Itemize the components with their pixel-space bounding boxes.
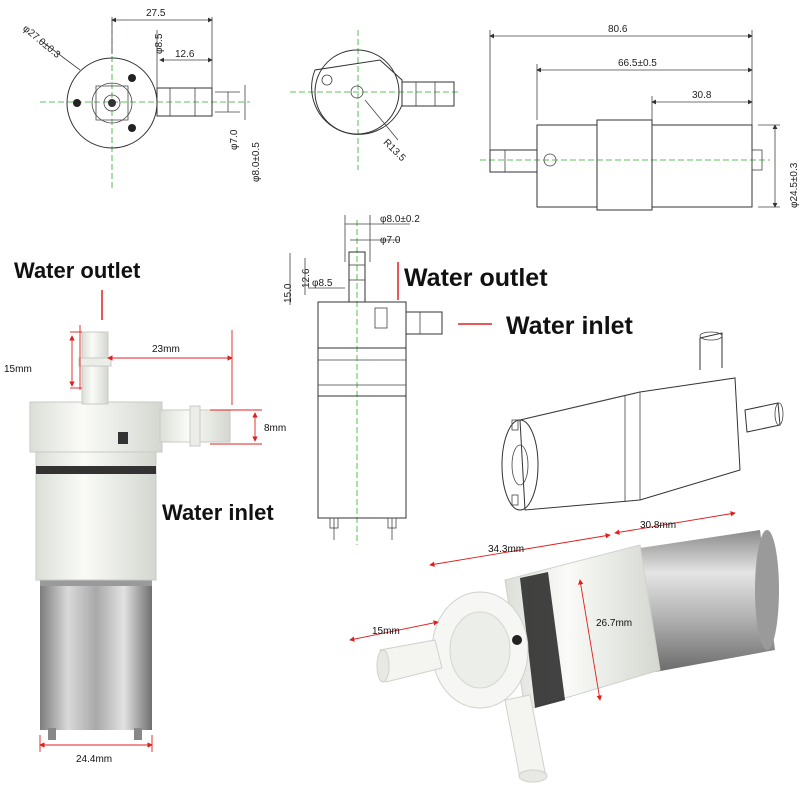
- dim-30-8: 30.8: [692, 90, 712, 101]
- dim-24-5: φ24.5±0.3: [789, 162, 800, 208]
- dim-7-0: φ7.0: [380, 235, 401, 246]
- dim-8: φ8.0±0.5: [251, 142, 262, 182]
- dim-26-7mm: 26.7mm: [596, 618, 632, 629]
- dim-15mm-b: 15mm: [372, 626, 400, 637]
- dim-7: φ7.0: [229, 129, 240, 150]
- end-view-drawing: 27.5 φ27.0±0.3 φ8.5 12.6 φ7.0 φ8.0±0.5: [20, 8, 262, 190]
- outlet-nozzle: [81, 331, 109, 405]
- length-drawing: 80.6 66.5±0.5 30.8 φ24.5±0.3: [480, 24, 800, 211]
- center-drawing: φ8.0±0.2 φ7.0 15.0 12.6 φ8.5: [283, 214, 492, 545]
- water-inlet-label-left: Water inlet: [162, 500, 274, 525]
- dim-15mm: 15mm: [4, 364, 32, 375]
- pump-head: [29, 401, 163, 453]
- dim-24-4mm: 24.4mm: [76, 754, 112, 765]
- water-outlet-label-left: Water outlet: [14, 258, 141, 283]
- front-nozzle: [379, 639, 443, 683]
- dim-27-dia: φ27.0±0.3: [20, 23, 62, 61]
- bottom-nozzle: [504, 694, 546, 779]
- dim-8-0: φ8.0±0.2: [380, 214, 420, 225]
- pump-photo-upright: 15mm 23mm 8mm 24.4mm: [4, 290, 286, 765]
- dim-8-5b: φ8.5: [312, 278, 333, 289]
- dim-8-5: φ8.5: [154, 33, 165, 54]
- dim-34-3mm: 34.3mm: [488, 544, 524, 555]
- pump-photo-horizontal: 34.3mm 30.8mm 15mm 26.7mm: [349, 511, 779, 783]
- dim-30-8mm: 30.8mm: [640, 520, 676, 531]
- dim-12-6: 12.6: [175, 49, 195, 60]
- dim-23mm: 23mm: [152, 344, 180, 355]
- dim-66-5: 66.5±0.5: [618, 58, 657, 69]
- motor-can-horizontal: [640, 530, 775, 672]
- dim-27-5: 27.5: [146, 8, 166, 19]
- dim-15-0: 15.0: [283, 283, 294, 303]
- water-inlet-label-mid: Water inlet: [506, 312, 633, 340]
- dim-80-6: 80.6: [608, 24, 628, 35]
- dim-r13: R13.5: [381, 137, 408, 164]
- side-view-drawing: R13.5: [290, 30, 460, 170]
- dim-12-6b: 12.6: [301, 268, 312, 288]
- motor-can: [40, 578, 152, 730]
- dim-8mm: 8mm: [264, 423, 286, 434]
- water-outlet-label-mid: Water outlet: [404, 264, 548, 292]
- perspective-line-drawing: [501, 331, 784, 511]
